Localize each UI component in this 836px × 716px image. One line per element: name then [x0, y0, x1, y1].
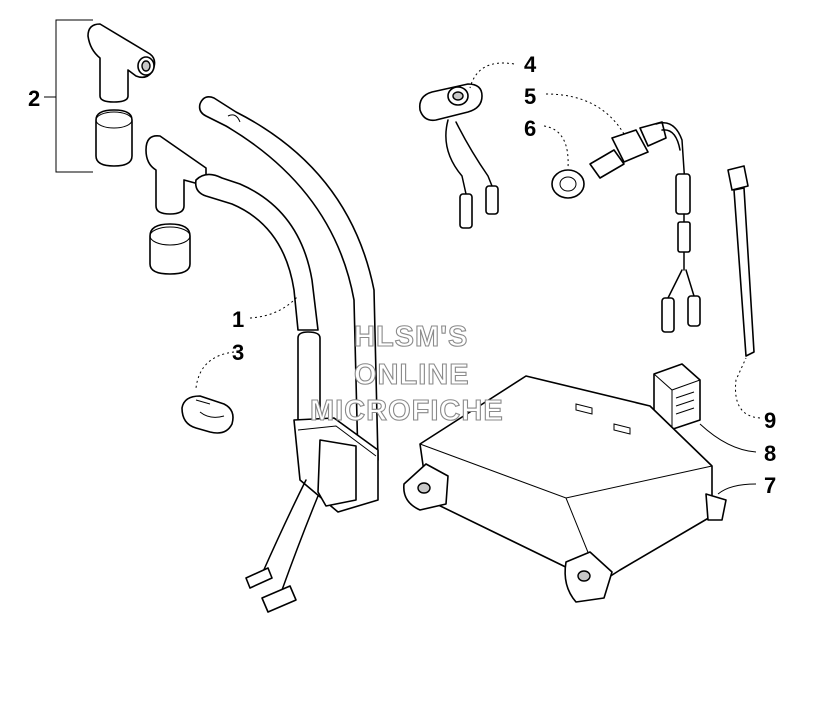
- callout-3: 3: [232, 340, 244, 365]
- callout-1: 1: [232, 307, 244, 332]
- callout-labels: 1 2 3 4 5 6 7 8 9: [28, 52, 776, 498]
- leader-lines: [195, 62, 761, 495]
- callout-6: 6: [524, 116, 536, 141]
- callout-2: 2: [28, 86, 40, 111]
- cable-tie: [727, 165, 755, 357]
- callout-5: 5: [524, 84, 536, 109]
- callout-7: 7: [764, 473, 776, 498]
- washer: [551, 169, 585, 199]
- callout-4: 4: [524, 52, 537, 77]
- cdi-box: [403, 375, 727, 603]
- watermark-line-2: ONLINE: [354, 359, 470, 391]
- spark-plug-cap-group: [44, 19, 207, 275]
- sensor-part-5: [589, 121, 701, 333]
- callout-9: 9: [764, 408, 776, 433]
- lead-clamp: [181, 395, 234, 434]
- callout-8: 8: [764, 441, 776, 466]
- sensor-part-4: [418, 83, 499, 229]
- watermark-line-3: MICROFICHE: [310, 395, 504, 427]
- watermark: HLSM'S ONLINE MICROFICHE: [309, 320, 504, 427]
- ignition-coil-assembly: [194, 96, 379, 613]
- watermark-line-1: HLSM'S: [354, 321, 468, 353]
